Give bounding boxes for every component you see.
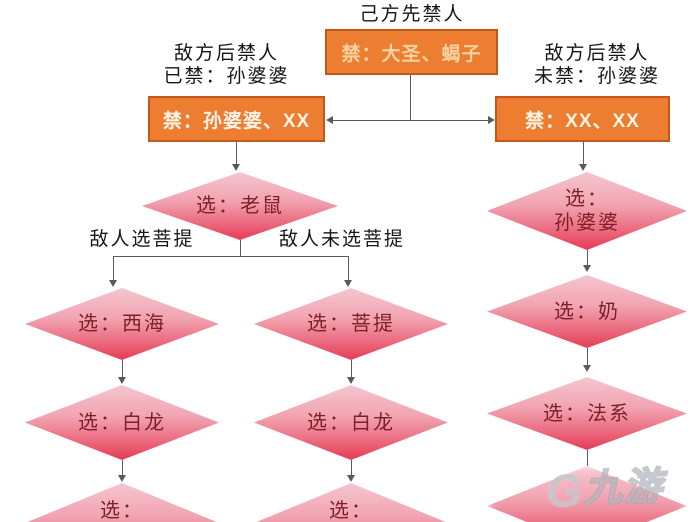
left-ban-box: 禁：孙婆婆、XX bbox=[148, 96, 325, 142]
right-pick1-line2: 孙婆婆 bbox=[554, 212, 620, 234]
diamond-mid-col-1: 选：菩提 bbox=[254, 288, 448, 360]
connector-rightcol-3 bbox=[587, 450, 588, 466]
arrow-down-icon bbox=[118, 475, 126, 482]
arrow-down-icon bbox=[583, 365, 591, 372]
connector-leftbox-down bbox=[236, 142, 237, 165]
arrow-down-icon bbox=[583, 265, 591, 272]
diamond-mid-col-2: 选：白龙 bbox=[254, 385, 448, 460]
right-condition-label: 敌方后禁人未禁：孙婆婆 bbox=[513, 42, 681, 88]
branch-left-label: 敌人选菩提 bbox=[89, 229, 195, 250]
connector-leftcol-2 bbox=[122, 460, 123, 475]
connector-split-right-down bbox=[348, 256, 349, 281]
left-condition-line2: 已禁：孙婆婆 bbox=[163, 66, 290, 87]
diamond-right-col-4-blurred bbox=[487, 466, 687, 522]
connector-split-horizontal bbox=[113, 256, 349, 257]
arrow-down-icon bbox=[347, 377, 355, 384]
diamond-right-col-1: 选：孙婆婆 bbox=[487, 172, 687, 250]
connector-midcol-2 bbox=[351, 460, 352, 475]
right-pick1-line1: 选： bbox=[565, 188, 609, 210]
left-condition-line1: 敌方后禁人 bbox=[173, 43, 279, 64]
diamond-right-col-2: 选：奶 bbox=[487, 275, 687, 348]
right-condition-line1: 敌方后禁人 bbox=[544, 43, 650, 64]
arrow-down-icon bbox=[579, 164, 587, 171]
diamond-left-col-2: 选：白龙 bbox=[25, 385, 219, 460]
connector-rightcol-2 bbox=[587, 348, 588, 365]
arrow-down-icon bbox=[232, 164, 240, 171]
left-condition-label: 敌方后禁人已禁：孙婆婆 bbox=[144, 42, 309, 88]
top-condition-label: 己方先禁人 bbox=[359, 4, 465, 25]
branch-right-label: 敌人未选菩提 bbox=[278, 229, 405, 250]
diamond-mid-col-3: 选： bbox=[254, 483, 448, 522]
connector-midcol-1 bbox=[351, 360, 352, 377]
connector-rightbox-down bbox=[583, 142, 584, 165]
arrow-down-icon bbox=[118, 377, 126, 384]
right-ban-box: 禁：XX、XX bbox=[495, 96, 670, 142]
connector-center-down bbox=[410, 75, 411, 121]
connector-rightcol-1 bbox=[587, 250, 588, 265]
arrow-down-icon bbox=[347, 475, 355, 482]
arrow-left-icon bbox=[326, 116, 333, 124]
arrow-right-icon bbox=[488, 116, 495, 124]
connector-center-horizontal bbox=[332, 120, 490, 121]
connector-leftcol-1 bbox=[122, 360, 123, 377]
center-ban-box: 禁：大圣、蝎子 bbox=[325, 29, 498, 75]
right-condition-line2: 未禁：孙婆婆 bbox=[533, 66, 660, 87]
arrow-down-icon bbox=[109, 280, 117, 287]
connector-root-down bbox=[240, 240, 241, 257]
diamond-left-col-1: 选：西海 bbox=[25, 288, 219, 360]
connector-split-left-down bbox=[113, 256, 114, 281]
diamond-right-col-3: 选：法系 bbox=[487, 377, 687, 450]
arrow-down-icon bbox=[344, 280, 352, 287]
diamond-left-col-3: 选： bbox=[25, 483, 219, 522]
